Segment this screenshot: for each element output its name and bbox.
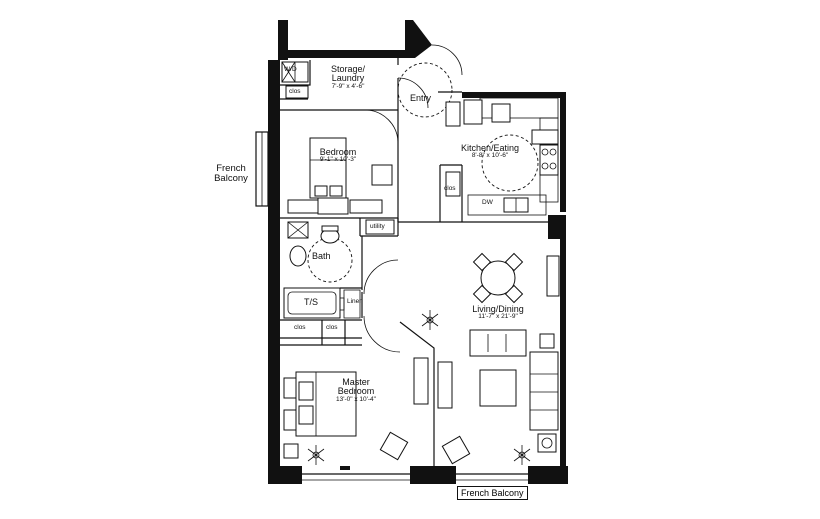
master-name-2: Bedroom — [337, 386, 375, 397]
toilet — [320, 225, 340, 244]
bath-label: Bath — [312, 251, 331, 261]
wall-right-upper — [560, 92, 566, 212]
bottom-french-balcony-label: French Balcony — [457, 486, 528, 500]
bedroom-dim: 9'-1" x 10'-3" — [319, 156, 357, 164]
plant-living — [421, 310, 439, 330]
doors — [363, 44, 463, 353]
dining-table — [472, 252, 524, 304]
bedroom-bed — [309, 137, 347, 199]
living-lamp — [537, 433, 557, 453]
living-loveseat — [469, 329, 527, 357]
wall-left-lower — [268, 220, 280, 482]
kitchen-counter-top — [531, 129, 559, 145]
side-label-line1: French — [216, 163, 246, 174]
living-name: Living/Dining — [472, 304, 524, 314]
wall-bottom-right — [528, 466, 568, 484]
coffee-table — [479, 369, 517, 407]
bedroom-dresser-1 — [287, 199, 321, 214]
kitchen-name: Kitchen/Eating — [460, 143, 520, 153]
storage-dim: 7'-9" x 4'-6" — [331, 82, 365, 90]
tub-shower-label: T/S — [304, 297, 319, 307]
kitchen-stove — [539, 144, 559, 176]
linen-label: Linen — [347, 298, 363, 305]
media-console — [437, 361, 453, 409]
kitchen-dim: 8'-8" x 10'-6" — [471, 152, 509, 160]
entry-swing — [397, 62, 453, 118]
storage-clos-label: clos — [289, 88, 301, 95]
bedroom-desk — [317, 197, 349, 215]
master-nightstand-1 — [283, 377, 297, 399]
kitchen-label: Kitchen/Eating 8'-8" x 10'-6" — [452, 143, 528, 160]
kitchen-clos-label: clos — [444, 185, 456, 192]
bedroom-chair — [371, 164, 393, 186]
storage-name-1: Storage/ — [330, 64, 366, 74]
wall-kitchen-top — [462, 92, 566, 98]
french-balcony-left — [255, 131, 269, 207]
master-dresser — [413, 357, 429, 405]
storage-shelf — [285, 85, 309, 99]
master-name-1: Master — [342, 377, 370, 387]
tub-shower — [283, 287, 341, 319]
living-end-table-1 — [539, 333, 555, 349]
dishwasher-label: DW — [482, 199, 493, 206]
living-dim: 11'-7" x 21'-9" — [478, 313, 518, 321]
living-sideboard — [546, 255, 560, 297]
wall-top-storage — [278, 20, 288, 60]
master-label: Master Bedroom 13'-0" x 10'-4" — [326, 377, 386, 404]
living-sofa — [529, 351, 559, 431]
kitchen-stool-3 — [445, 171, 461, 197]
master-bed — [295, 371, 357, 437]
master-clos-label-2: clos — [326, 324, 338, 331]
utility-cabinet — [365, 219, 395, 235]
kitchen-stool-2 — [491, 103, 511, 123]
entry-label: Entry — [410, 93, 432, 103]
washer-dryer — [281, 61, 309, 83]
master-dim: 13'-0" x 10'-4" — [336, 395, 376, 403]
washer-dryer-label: W/D — [284, 66, 297, 73]
window-bottom-living — [456, 473, 528, 481]
bedroom-label: Bedroom 9'-1" x 10'-3" — [310, 147, 366, 164]
bath-sink — [287, 221, 309, 239]
utility-label: utility — [370, 223, 385, 230]
storage-name-2: Laundry — [331, 73, 365, 84]
wall-right-pillar — [548, 215, 566, 239]
master-corner-closet — [283, 443, 299, 459]
plant-living-corner — [513, 445, 531, 465]
wall-bottom-strip — [340, 466, 350, 470]
interior-walls — [280, 58, 548, 466]
wall-right-lower — [560, 239, 566, 479]
living-label: Living/Dining 11'-7" x 21'-9" — [460, 304, 536, 321]
master-armchair — [379, 431, 409, 461]
side-label-french-balcony: French Balcony — [208, 164, 254, 184]
bedroom-name: Bedroom — [319, 147, 357, 157]
master-nightstand-2 — [283, 409, 297, 431]
kitchen-table-swing — [481, 134, 539, 192]
bath-basin — [289, 245, 307, 267]
bath-swing — [307, 237, 353, 283]
wall-bottom-mid — [410, 466, 456, 484]
kitchen-sink — [503, 197, 529, 213]
wall-bottom-left — [268, 466, 302, 484]
armchair-living — [441, 435, 471, 465]
wall-top-right-notch — [405, 20, 432, 58]
wall-top-cap — [278, 50, 408, 58]
storage-label: Storage/ Laundry 7'-9" x 4'-6" — [316, 64, 380, 91]
linen-closet — [339, 289, 361, 319]
kitchen-stool-1 — [445, 101, 461, 127]
side-label-line2: Balcony — [214, 172, 248, 184]
wall-left-upper — [268, 60, 280, 220]
bedroom-dresser-2 — [349, 199, 383, 214]
master-clos-label-1: clos — [294, 324, 306, 331]
plant-master — [307, 445, 325, 465]
kitchen-fridge — [463, 99, 483, 125]
window-bottom-master — [302, 473, 410, 481]
